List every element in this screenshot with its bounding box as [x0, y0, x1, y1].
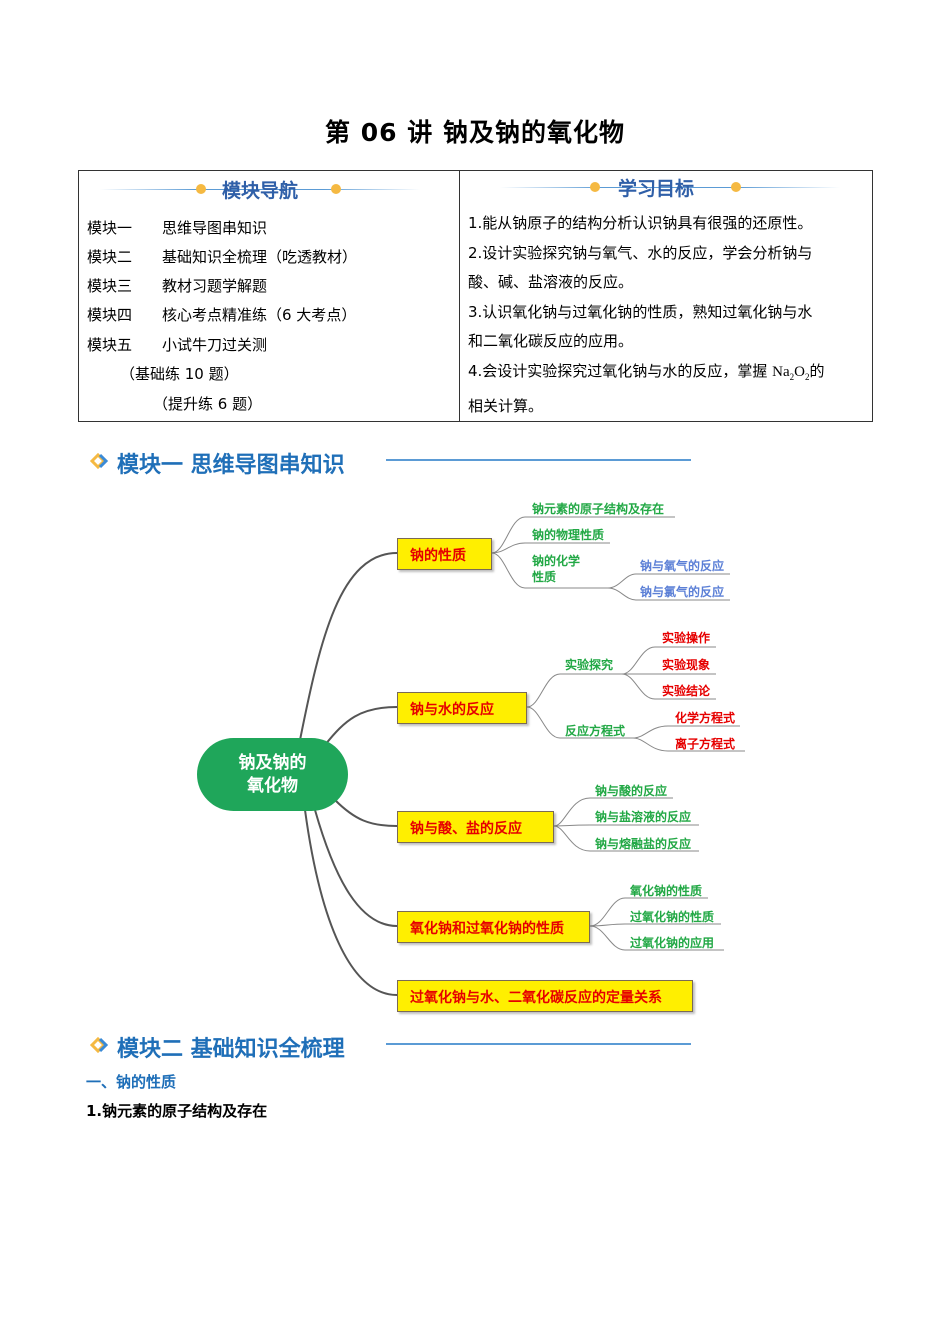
goal-line: 相关计算。: [468, 397, 544, 415]
dot-icon: [331, 184, 341, 194]
goals-heading: 学习目标: [618, 178, 695, 200]
leaf-atomic-structure: 钠元素的原子结构及存在: [532, 502, 665, 516]
module-sub-advanced: （提升练 6 题）: [153, 395, 263, 413]
branch-quantitative: 过氧化钠与水、二氧化碳反应的定量关系: [397, 980, 693, 1012]
leaf-sodium-oxygen: 钠与氧气的反应: [640, 559, 725, 573]
branch-sodium-properties: 钠的性质: [397, 538, 492, 570]
module-item-5: 模块五小试牛刀过关测: [87, 336, 268, 354]
module-table: [78, 170, 873, 422]
section-heading-1: 模块一 思维导图串知识: [117, 453, 345, 478]
branch-oxides: 氧化钠和过氧化钠的性质: [397, 911, 590, 943]
goal-line: 3.认识氧化钠与过氧化钠的性质，熟知过氧化钠与水: [468, 302, 813, 321]
module-sub-basic: （基础练 10 题）: [120, 365, 239, 383]
goal-line: 1.能从钠原子的结构分析认识钠具有很强的还原性。: [468, 214, 813, 232]
leaf-exp-phenomenon: 实验现象: [662, 658, 711, 672]
leaf-sodium-chlorine: 钠与氯气的反应: [640, 585, 725, 599]
section-rule: [386, 1043, 691, 1045]
diamond-chevron-icon: [90, 1036, 109, 1054]
goal-line: 和二氧化碳反应的应用。: [468, 332, 634, 350]
leaf-equations: 反应方程式: [565, 724, 626, 738]
heading-rule-right: [500, 187, 840, 188]
leaf-sodium-salt-solution: 钠与盐溶液的反应: [595, 810, 692, 824]
leaf-sodium-acid: 钠与酸的反应: [595, 784, 668, 798]
page-title: 第 06 讲 钠及钠的氧化物: [325, 118, 625, 147]
leaf-experiment: 实验探究: [565, 658, 614, 672]
goal-line: 4.会设计实验探究过氧化钠与水的反应，掌握 Na2O2的: [468, 361, 825, 382]
leaf-physical-properties: 钠的物理性质: [532, 528, 605, 542]
section-rule: [386, 459, 691, 461]
dot-icon: [590, 182, 600, 192]
mindmap-root: 钠及钠的 氧化物: [197, 738, 348, 811]
leaf-na2o2-properties: 过氧化钠的性质: [630, 910, 715, 924]
leaf-chemical-equation: 化学方程式: [675, 711, 736, 725]
leaf-ionic-equation: 离子方程式: [675, 737, 736, 751]
mindmap-connectors: [299, 516, 745, 996]
module-item-1: 模块一思维导图串知识: [87, 219, 268, 237]
goals-list: 1.能从钠原子的结构分析认识钠具有很强的还原性。 2.设计实验探究钠与氧气、水的…: [468, 209, 868, 422]
leaf-sodium-molten-salt: 钠与熔融盐的反应: [595, 837, 692, 851]
module-item-3: 模块三教材习题学解题: [87, 277, 268, 295]
module-item-4: 模块四核心考点精准练（6 大考点）: [87, 306, 357, 324]
goal-line: 2.设计实验探究钠与氧气、水的反应，学会分析钠与: [468, 243, 813, 262]
leaf-chemical-properties: 钠的化学性质: [532, 554, 581, 584]
table-divider: [459, 170, 460, 422]
module-item-2: 模块二基础知识全梳理（吃透教材）: [87, 248, 358, 266]
branch-sodium-acid-salt: 钠与酸、盐的反应: [397, 811, 554, 843]
dot-icon: [731, 182, 741, 192]
leaf-exp-conclusion: 实验结论: [662, 684, 711, 698]
heading-rule-left: [100, 189, 420, 190]
leaf-na2o2-applications: 过氧化钠的应用: [630, 936, 715, 950]
leaf-exp-operation: 实验操作: [662, 631, 711, 645]
diamond-chevron-icon: [90, 452, 109, 470]
section-heading-2: 模块二 基础知识全梳理: [117, 1037, 345, 1062]
dot-icon: [196, 184, 206, 194]
goal-line: 酸、碱、盐溶液的反应。: [468, 273, 634, 291]
leaf-na2o-properties: 氧化钠的性质: [630, 884, 703, 898]
point-heading: 1.钠元素的原子结构及存在: [86, 1102, 268, 1120]
subsection-heading: 一、钠的性质: [86, 1073, 177, 1091]
branch-sodium-water: 钠与水的反应: [397, 692, 527, 724]
nav-heading: 模块导航: [222, 180, 299, 202]
formula: Na2O2: [772, 363, 810, 382]
